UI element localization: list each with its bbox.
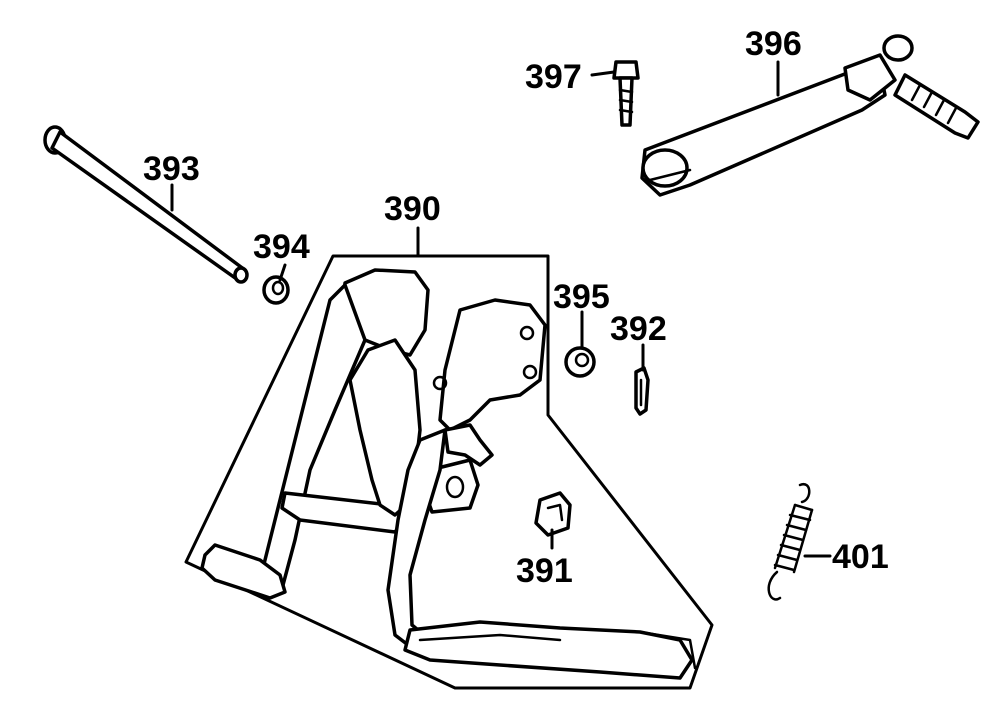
label-392: 392 <box>610 310 667 348</box>
label-391: 391 <box>516 552 573 590</box>
cotter-pin-392 <box>634 366 650 416</box>
label-395: 395 <box>553 278 610 316</box>
label-397: 397 <box>525 58 582 96</box>
leader-394 <box>278 263 287 282</box>
pivot-shaft-393 <box>43 125 249 284</box>
label-401: 401 <box>832 538 889 576</box>
kick-arm-396 <box>640 34 980 197</box>
washer-395 <box>564 346 596 378</box>
label-394: 394 <box>253 228 310 266</box>
label-390: 390 <box>384 190 441 228</box>
leader-397 <box>590 70 616 77</box>
spring-401 <box>767 482 814 601</box>
nut-391 <box>534 491 572 537</box>
main-stand-390 <box>200 268 697 680</box>
bushing-394 <box>262 275 290 305</box>
label-396: 396 <box>745 25 802 63</box>
label-393: 393 <box>143 150 200 188</box>
bolt-397 <box>612 60 640 127</box>
